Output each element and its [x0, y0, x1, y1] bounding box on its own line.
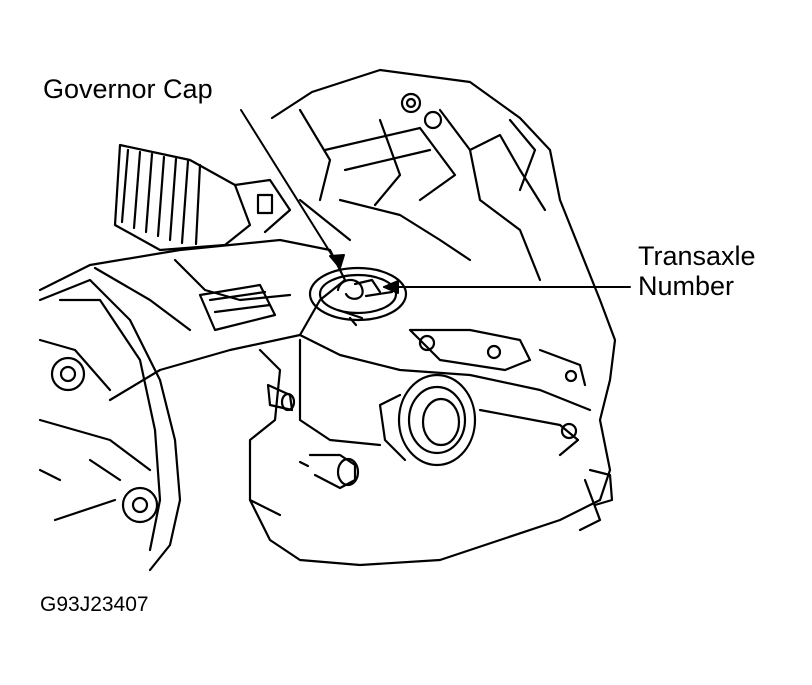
transaxle-number-arrowhead — [383, 280, 399, 294]
upper-housing — [270, 68, 617, 502]
governor-cap-leader — [240, 109, 341, 269]
transaxle-body — [38, 238, 614, 567]
governor-cap — [308, 266, 408, 327]
transaxle-number-line1: Transaxle — [638, 241, 756, 271]
bell-housing-flange — [38, 278, 182, 572]
governor-cap-label: Governor Cap — [43, 74, 213, 104]
input-shaft — [113, 143, 292, 252]
transaxle-number-line2: Number — [638, 271, 735, 301]
output-seal-bore — [378, 373, 477, 467]
transaxle-number-label: Transaxle Number — [638, 241, 756, 301]
governor-cap-arrowhead — [329, 254, 345, 269]
leader-lines — [240, 109, 631, 294]
studs — [266, 383, 360, 490]
figure-code: G93J23407 — [40, 593, 149, 616]
